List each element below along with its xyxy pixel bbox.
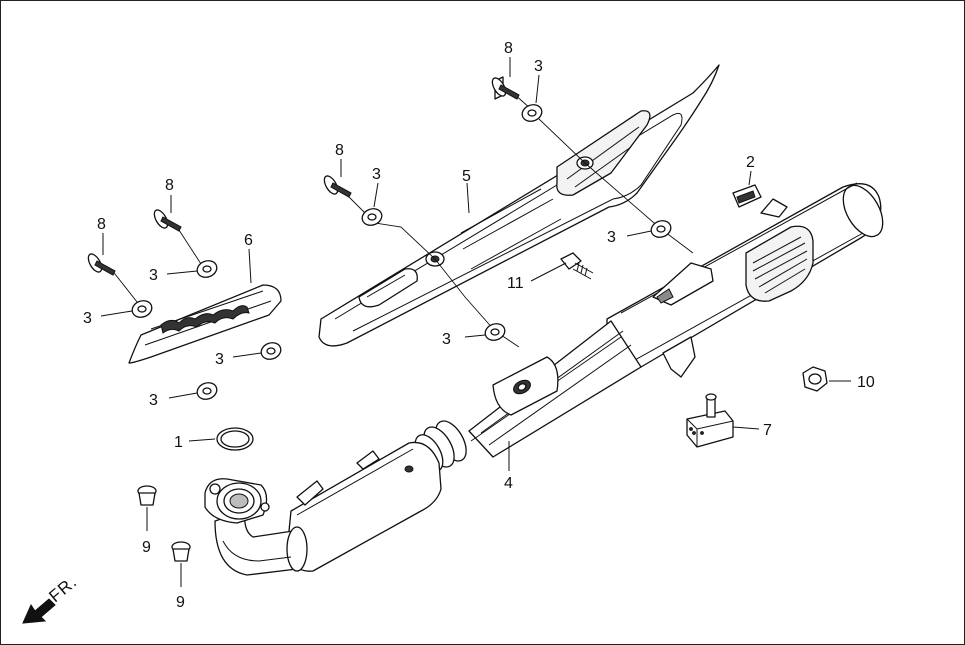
bolt-8-d: [87, 253, 116, 276]
part-label-1: 1: [174, 434, 183, 451]
nut-10: [802, 366, 828, 392]
heat-shield-upper: [318, 64, 720, 347]
part-label-11: 11: [507, 275, 524, 292]
part-number-labels: 8 3 8 3 5 8 8 6 2 3 3 11 3 3 3 3 10 7 1 …: [83, 40, 875, 611]
bolt-8-b: [323, 175, 352, 198]
exhaust-flange: [204, 478, 270, 524]
part-label-4: 4: [504, 475, 513, 492]
bolt-8-a: [491, 76, 520, 100]
gasket-ring-1: [216, 427, 254, 451]
part-label-3: 3: [149, 392, 158, 409]
bolt-8-c: [153, 209, 182, 232]
part-label-8: 8: [165, 177, 174, 194]
clip-2: [732, 184, 762, 208]
nut-9-b: [171, 541, 191, 562]
muffler-assembly: [204, 182, 884, 576]
front-direction-arrow: FR.: [22, 572, 81, 624]
alignment-lines: [110, 92, 694, 348]
part-label-3: 3: [372, 166, 381, 183]
part-label-8: 8: [504, 40, 513, 57]
part-label-8: 8: [97, 216, 106, 233]
part-label-2: 2: [746, 154, 755, 171]
part-label-9: 9: [176, 594, 185, 611]
part-label-10: 10: [857, 374, 875, 391]
sensor-7: [686, 393, 734, 448]
washers-3: [131, 104, 672, 400]
part-label-5: 5: [462, 168, 471, 185]
heat-shield-small: [128, 284, 282, 364]
part-label-8: 8: [335, 142, 344, 159]
silencer-grille: [745, 225, 814, 302]
part-label-7: 7: [763, 422, 772, 439]
part-label-3: 3: [534, 58, 543, 75]
part-label-6: 6: [244, 232, 253, 249]
part-label-3: 3: [442, 331, 451, 348]
part-label-3: 3: [607, 229, 616, 246]
leader-lines: [100, 57, 851, 587]
part-label-3: 3: [83, 310, 92, 327]
nut-9-a: [137, 485, 157, 506]
part-label-3: 3: [149, 267, 158, 284]
part-label-3: 3: [215, 351, 224, 368]
part-label-9: 9: [142, 539, 151, 556]
bolt-11: [560, 252, 594, 280]
